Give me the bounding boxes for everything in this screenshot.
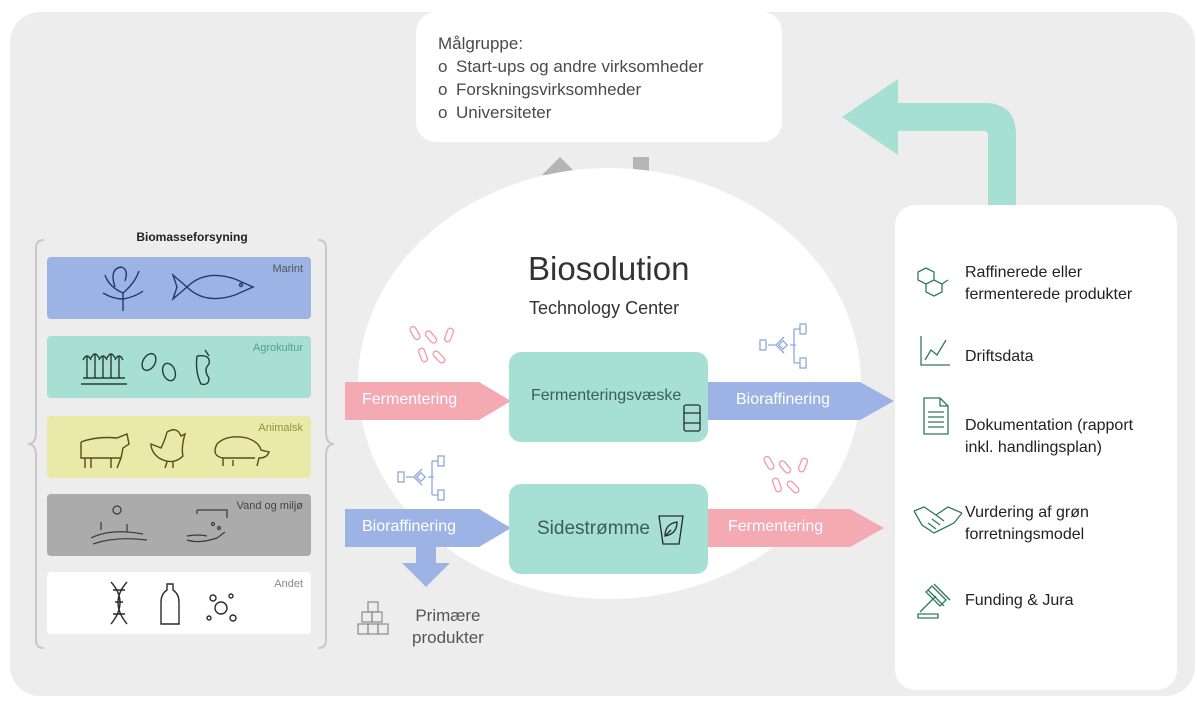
output-documentation: Dokumentation (rapport inkl. handlingspl…	[965, 415, 1133, 459]
supply-braces	[27, 239, 335, 649]
output-line: inkl. handlingsplan)	[965, 439, 1102, 456]
output-line: Funding & Jura	[965, 592, 1074, 609]
primary-products-line2: produkter	[412, 628, 484, 647]
gavel-icon	[917, 583, 951, 619]
biorefining-arrow-top-label: Bioraffinering	[736, 391, 830, 408]
process-flow-icon	[397, 455, 445, 501]
category-label: Marint	[272, 263, 303, 275]
output-operations-data: Driftsdata	[965, 346, 1033, 368]
return-arrow	[842, 79, 1016, 205]
output-line: Raffinerede eller	[965, 264, 1083, 281]
fermentation-arrow-bottom	[708, 509, 884, 547]
target-group-item: Universiteter	[438, 101, 760, 124]
document-icon	[923, 397, 949, 435]
biorefining-arrow-bottom-label: Bioraffinering	[362, 518, 456, 535]
output-line: forretningsmodel	[965, 526, 1085, 543]
category-label: Andet	[274, 578, 303, 590]
biorefining-arrow-top	[708, 382, 894, 420]
target-group-title: Målgruppe:	[438, 34, 524, 53]
target-group-item: Start-ups og andre virksomheder	[438, 55, 760, 78]
target-group-item: Forskningsvirksomheder	[438, 78, 760, 101]
category-label: Vand og miljø	[236, 500, 303, 512]
target-group-box: Målgruppe: Start-ups og andre virksomhed…	[416, 12, 782, 142]
molecule-icon	[917, 267, 949, 297]
category-agriculture: Agrokultur	[47, 336, 311, 398]
recycle-bin-icon	[658, 515, 684, 545]
output-line: Driftsdata	[965, 348, 1034, 365]
bacteria-icon	[409, 325, 455, 364]
center-title: Biosolution	[528, 250, 690, 287]
category-other: Andet	[47, 572, 311, 634]
output-line: Dokumentation (rapport	[965, 417, 1134, 434]
barrel-icon	[683, 404, 701, 432]
output-green-business-model: Vurdering af grøn forretningsmodel	[965, 502, 1089, 546]
category-water-environment: Vand og miljø	[47, 494, 311, 556]
process-flow-icon	[759, 323, 807, 369]
grain-beans-apple-icon	[81, 349, 210, 386]
output-line: Vurdering af grøn	[965, 504, 1089, 521]
category-marine: Marint	[47, 257, 311, 319]
category-label: Animalsk	[258, 422, 303, 434]
bacteria-icon	[763, 455, 809, 494]
fermentation-arrow-top	[345, 382, 511, 420]
output-refined-products: Raffinerede eller fermenterede produkter	[965, 262, 1132, 306]
primary-products-down-arrow	[402, 545, 450, 587]
output-line: fermenterede produkter	[965, 286, 1133, 303]
cow-chicken-pig-icon	[80, 429, 270, 469]
center-subtitle: Technology Center	[529, 298, 680, 318]
fermentation-liquid-label: Fermenteringsvæske	[531, 387, 682, 404]
output-funding-legal: Funding & Jura	[965, 590, 1074, 612]
dna-bottle-bubbles-icon	[110, 581, 237, 625]
boxes-icon	[357, 601, 389, 635]
handshake-icon	[913, 506, 963, 534]
category-animal: Animalsk	[47, 416, 311, 478]
primary-products-label: Primære produkter	[412, 605, 484, 649]
seaweed-fish-icon	[102, 266, 255, 311]
biomass-supply-title: Biomasseforsyning	[136, 230, 248, 244]
fermentation-liquid-box: Fermenteringsvæske	[509, 352, 708, 442]
field-water-icon	[90, 505, 228, 545]
biorefining-arrow-bottom	[345, 509, 511, 547]
line-chart-icon	[920, 336, 950, 366]
fermentation-arrow-bottom-label: Fermentering	[728, 518, 824, 535]
side-streams-label: Sidestrømme	[537, 518, 650, 539]
primary-products-line1: Primære	[415, 606, 481, 625]
category-label: Agrokultur	[252, 342, 303, 354]
side-streams-box: Sidestrømme	[509, 484, 708, 574]
fermentation-arrow-top-label: Fermentering	[362, 391, 458, 408]
